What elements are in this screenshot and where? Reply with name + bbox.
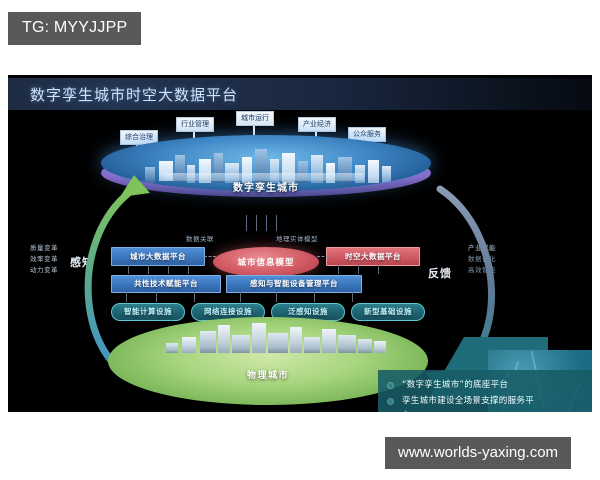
enable-box-common-tech[interactable]: 共性技术赋能平台 — [111, 275, 221, 293]
site-watermark: www.worlds-yaxing.com — [385, 437, 572, 469]
digital-twin-city-label: 数字孪生城市 — [233, 183, 299, 194]
platform-box-spacetime-bigdata[interactable]: 时空大数据平台 — [326, 247, 420, 266]
annotation-right: 地理实体模型 — [276, 235, 318, 243]
top-label-2: 城市运行 — [236, 111, 274, 126]
diagram-title-band — [8, 78, 592, 110]
physical-city-base — [108, 317, 428, 405]
conn-a0 — [128, 265, 129, 274]
annotation-left: 数据关联 — [186, 235, 214, 243]
infra-box-network[interactable]: 网络连接设施 — [191, 303, 265, 321]
conn-b5 — [314, 292, 315, 302]
conn-b4 — [276, 292, 277, 302]
physical-city-label: 物理城市 — [246, 371, 289, 381]
left-item-2: 动力变革 — [30, 266, 58, 274]
top-label-1: 行业管理 — [176, 117, 214, 132]
infra-box-computing[interactable]: 智能计算设施 — [111, 303, 185, 321]
right-item-2: 高效智能 — [468, 266, 496, 274]
tg-badge: TG: MYYJJPP — [8, 12, 142, 45]
disc-surface — [101, 135, 431, 191]
top-label-3: 产业经济 — [298, 117, 336, 132]
conn-b2 — [194, 292, 195, 302]
conn-a2 — [168, 265, 169, 274]
conn-a1 — [148, 265, 149, 274]
dash-right — [317, 256, 329, 257]
diagram-canvas: 数字孪生城市时空大数据平台 综合治理 行业管理 城市运行 产业经济 公众服务 — [8, 75, 592, 412]
conn-a3 — [188, 265, 189, 274]
conn-b3 — [240, 292, 241, 302]
conn-b1 — [156, 292, 157, 302]
conn-b0 — [126, 292, 127, 302]
infra-box-new-infra[interactable]: 新型基础设施 — [351, 303, 425, 321]
conn-a5 — [338, 265, 339, 274]
overlay-bullet-0: “数字孪生城市”的底座平台 — [388, 377, 592, 393]
overlay-bullet-1-wrap: 台 — [388, 409, 592, 412]
platform-box-city-info-model[interactable]: 城市信息模型 — [213, 247, 319, 277]
tick-0 — [246, 215, 247, 231]
tick-1 — [256, 215, 257, 231]
tick-3 — [276, 215, 277, 231]
diagram-title: 数字孪生城市时空大数据平台 — [30, 86, 239, 104]
right-item-1: 数据优化 — [468, 255, 496, 263]
left-side-items: 质量变革 效率变革 动力变革 — [30, 243, 58, 276]
tick-2 — [266, 215, 267, 231]
digital-twin-city-disc: 数字孪生城市 — [101, 135, 431, 211]
conn-b6 — [352, 292, 353, 302]
conn-a6 — [358, 265, 359, 274]
left-item-0: 质量变革 — [30, 244, 58, 252]
platform-box-city-bigdata[interactable]: 城市大数据平台 — [111, 247, 205, 266]
dash-left — [204, 256, 216, 257]
right-side-title: 反馈 — [428, 267, 452, 280]
enable-box-sensing-device[interactable]: 感知与智能设备管理平台 — [226, 275, 362, 293]
overlay-callout-panel: “数字孪生城市”的底座平台 孪生城市建设全场景支撑的服务平 台 — [378, 370, 592, 412]
overlay-bullet-list: “数字孪生城市”的底座平台 孪生城市建设全场景支撑的服务平 台 — [388, 377, 592, 412]
overlay-bullet-1: 孪生城市建设全场景支撑的服务平 — [388, 393, 592, 409]
conn-a7 — [378, 265, 379, 274]
left-item-1: 效率变革 — [30, 255, 58, 263]
